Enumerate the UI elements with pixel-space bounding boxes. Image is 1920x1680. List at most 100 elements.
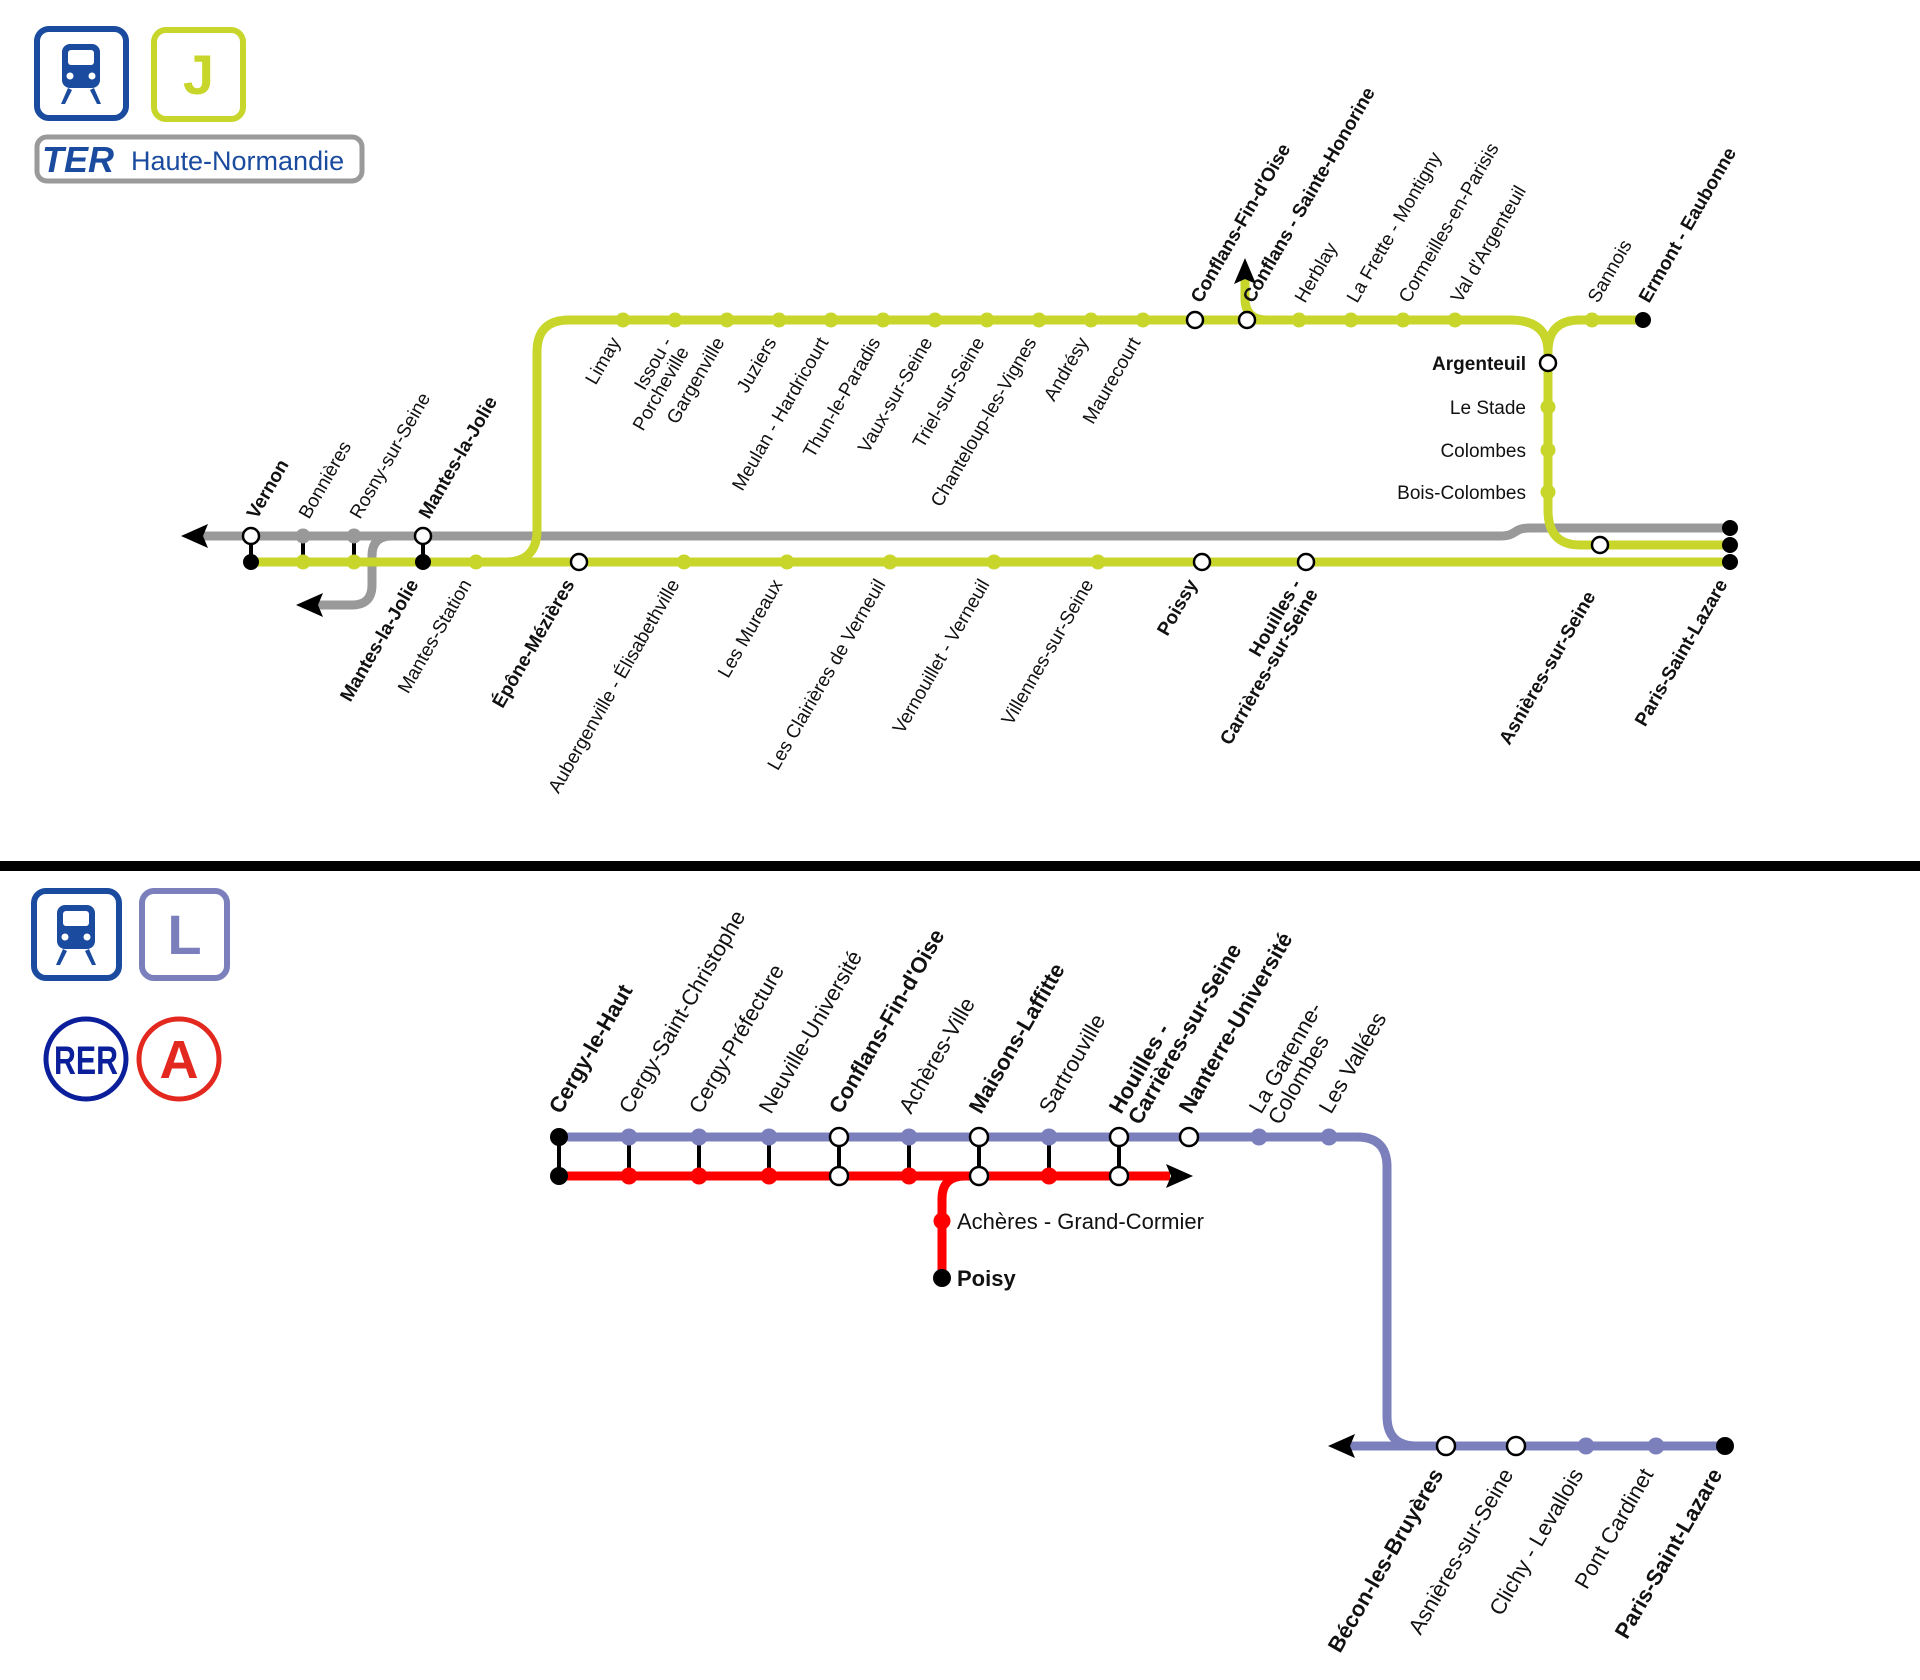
station-marker-poissy[interactable] xyxy=(1192,552,1212,572)
station-marker-meulan-hardricourt[interactable] xyxy=(823,312,839,328)
station-marker-limay[interactable] xyxy=(615,312,631,328)
station-marker-vernon[interactable] xyxy=(241,526,261,546)
station-marker-herblay[interactable] xyxy=(1291,312,1307,328)
station-label-juziers: Juziers xyxy=(733,334,781,397)
line-j-argenteuil-track xyxy=(1543,340,1730,550)
station-marker-rosny-sur-seine[interactable] xyxy=(346,528,362,544)
station-marker-paris-saint-lazare[interactable] xyxy=(1722,554,1738,570)
station-marker-vaux-sur-seine[interactable] xyxy=(927,312,943,328)
station-marker-chanteloup-les-vignes[interactable] xyxy=(1031,312,1047,328)
ter-branch-arrow xyxy=(296,593,323,617)
station-marker-colombes[interactable] xyxy=(1540,442,1556,458)
ter-logo: TER Haute-Normandie xyxy=(34,134,365,184)
station-marker-acheres-ville[interactable] xyxy=(900,1128,918,1146)
station-marker-juziers[interactable] xyxy=(771,312,787,328)
station-marker-villennes-sur-seine[interactable] xyxy=(1090,554,1106,570)
station-marker-aubergenville-elisabethville[interactable] xyxy=(676,554,692,570)
station-marker-houilles-carrieres-sur-seine[interactable] xyxy=(1108,1126,1130,1148)
station-marker-asnieres-sur-seine[interactable] xyxy=(1590,535,1610,555)
station-marker-cormeilles-en-parisis[interactable] xyxy=(1395,312,1411,328)
station-marker-cergy-prefecture[interactable] xyxy=(690,1128,708,1146)
ter-brand: TER xyxy=(42,139,114,180)
station-marker-paris-saint-lazare[interactable] xyxy=(1722,537,1738,553)
line-j-logo: J xyxy=(151,27,246,122)
station-marker-andresy[interactable] xyxy=(1083,312,1099,328)
station-marker-conflans-fin-d-oise[interactable] xyxy=(828,1126,850,1148)
station-marker-le-stade[interactable] xyxy=(1540,399,1556,415)
line-j-letter: J xyxy=(183,43,214,106)
station-label-poisy: Poisy xyxy=(957,1266,1016,1291)
station-marker-vernon[interactable] xyxy=(243,554,259,570)
station-marker-maisons-laffitte[interactable] xyxy=(968,1126,990,1148)
station-label-sannois: Sannois xyxy=(1584,237,1637,307)
station-marker-rosny-sur-seine[interactable] xyxy=(346,554,362,570)
station-marker-thun-le-paradis[interactable] xyxy=(875,312,891,328)
station-marker-conflans-fin-d-oise-rer-a[interactable] xyxy=(828,1165,850,1187)
line-l-track xyxy=(559,1132,1725,1451)
station-marker-gargenville[interactable] xyxy=(719,312,735,328)
station-marker-neuville-universite-rer-a[interactable] xyxy=(760,1167,778,1185)
station-marker-bois-colombes[interactable] xyxy=(1540,484,1556,500)
station-marker-asnieres-sur-seine[interactable] xyxy=(1505,1435,1527,1457)
station-marker-mantes-la-jolie[interactable] xyxy=(415,554,431,570)
station-label-epone-mezieres: Épône-Mézières xyxy=(488,576,579,712)
top-stations xyxy=(241,310,1738,572)
top-logos: J TER Haute-Normandie xyxy=(34,26,365,184)
station-marker-val-d-argenteuil[interactable] xyxy=(1447,312,1463,328)
station-label-ermont-eaubonne: Ermont - Eaubonne xyxy=(1635,144,1741,306)
station-marker-issou-porcheville[interactable] xyxy=(667,312,683,328)
station-marker-vernouillet-verneuil[interactable] xyxy=(986,554,1002,570)
station-marker-les-mureaux[interactable] xyxy=(779,554,795,570)
station-marker-sannois[interactable] xyxy=(1584,312,1600,328)
station-marker-cergy-le-haut[interactable] xyxy=(550,1128,568,1146)
station-marker-bonnieres[interactable] xyxy=(295,528,311,544)
station-marker-epone-mezieres[interactable] xyxy=(569,552,589,572)
station-marker-acheres-ville-rer-a[interactable] xyxy=(900,1167,918,1185)
station-marker-ermont-eaubonne[interactable] xyxy=(1635,312,1651,328)
station-marker-clichy-levallois[interactable] xyxy=(1577,1437,1595,1455)
station-marker-bonnieres[interactable] xyxy=(295,554,311,570)
station-marker-sartrouville[interactable] xyxy=(1040,1128,1058,1146)
rer-a-east-arrow xyxy=(1166,1164,1193,1188)
station-marker-maisons-laffitte-rer-a[interactable] xyxy=(968,1165,990,1187)
station-marker-triel-sur-seine[interactable] xyxy=(979,312,995,328)
station-marker-cergy-saint-christophe[interactable] xyxy=(620,1128,638,1146)
station-marker-argenteuil[interactable] xyxy=(1538,353,1558,373)
station-marker-cergy-prefecture-rer-a[interactable] xyxy=(690,1167,708,1185)
station-marker-becon-les-bruyeres[interactable] xyxy=(1435,1435,1457,1457)
station-marker-les-vallees[interactable] xyxy=(1320,1128,1338,1146)
station-marker-pont-cardinet[interactable] xyxy=(1647,1437,1665,1455)
station-marker-sartrouville-rer-a[interactable] xyxy=(1040,1167,1058,1185)
line-l-frame xyxy=(139,888,230,981)
station-marker-houilles-carrieres-sur-seine-rer-a[interactable] xyxy=(1108,1165,1130,1187)
bottom-logos: L RER A xyxy=(31,888,230,1102)
station-marker-maurecourt[interactable] xyxy=(1135,312,1151,328)
station-marker-la-frette-montigny[interactable] xyxy=(1343,312,1359,328)
station-label-poissy: Poissy xyxy=(1154,576,1203,640)
station-marker-conflans-fin-d-oise[interactable] xyxy=(1185,310,1205,330)
station-label-cergy-saint-christophe: Cergy-Saint-Christophe xyxy=(614,906,751,1118)
station-label-les-mureaux: Les Mureaux xyxy=(714,576,787,682)
station-marker-neuville-universite[interactable] xyxy=(760,1128,778,1146)
station-marker-poisy-rer-a[interactable] xyxy=(933,1269,951,1287)
station-marker-houilles-carrieres-sur-seine[interactable] xyxy=(1296,552,1316,572)
station-marker-mantes-la-jolie[interactable] xyxy=(413,526,433,546)
conflans-up-arrow xyxy=(1234,258,1256,284)
station-marker-nanterre-universite[interactable] xyxy=(1178,1126,1200,1148)
station-marker-paris-saint-lazare[interactable] xyxy=(1722,520,1738,536)
station-marker-la-garenne-colombes[interactable] xyxy=(1250,1128,1268,1146)
station-marker-acheres-grand-cormier-rer-a[interactable] xyxy=(933,1212,951,1230)
line-j-north-track xyxy=(504,315,1553,567)
station-marker-cergy-le-haut-rer-a[interactable] xyxy=(550,1167,568,1185)
ter-branch-evreux xyxy=(312,531,423,610)
station-marker-cergy-saint-christophe-rer-a[interactable] xyxy=(620,1167,638,1185)
station-marker-mantes-station[interactable] xyxy=(468,554,484,570)
station-label-le-stade: Le Stade xyxy=(1450,398,1526,419)
station-marker-les-clairieres-de-verneuil[interactable] xyxy=(882,554,898,570)
station-label-houilles-carrieres-sur-seine: Houilles -Carrières-sur-Seine xyxy=(1200,576,1323,749)
station-marker-paris-saint-lazare[interactable] xyxy=(1716,1437,1734,1455)
station-marker-conflans-sainte-honorine[interactable] xyxy=(1237,310,1257,330)
station-label-andresy: Andrésy xyxy=(1040,334,1093,405)
